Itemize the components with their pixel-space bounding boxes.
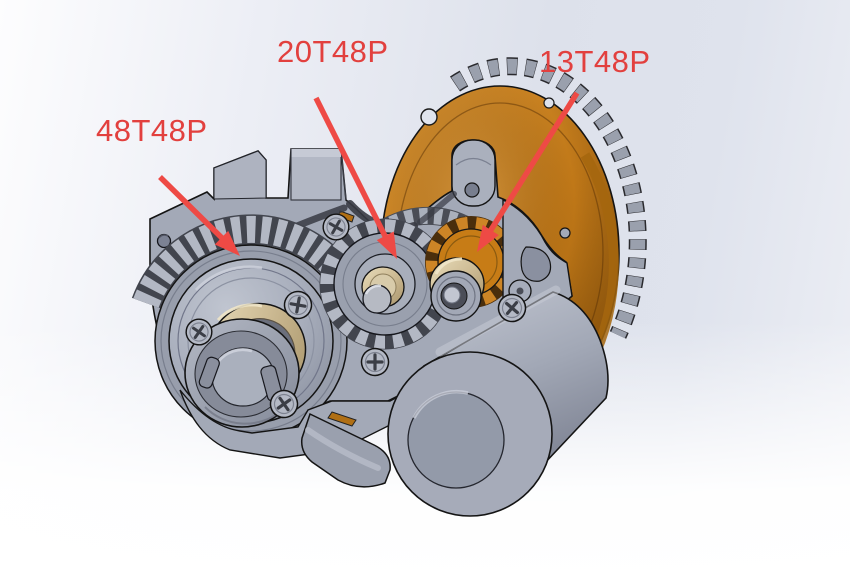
label-gear-48t: 48T48P	[96, 113, 208, 148]
arrowhead	[477, 224, 499, 252]
bearing-post	[451, 139, 496, 207]
annotation-arrow-48t	[158, 175, 240, 256]
arrowhead	[376, 231, 397, 259]
arrowhead	[214, 230, 240, 256]
arm-cutout	[520, 246, 552, 282]
annotation-arrow-13t	[477, 91, 580, 252]
main-gear-teeth	[450, 58, 646, 339]
annotations: 48T48P 20T48P 13T48P	[96, 34, 651, 259]
label-gear-13t: 13T48P	[539, 44, 651, 79]
coupler-slot	[198, 356, 220, 389]
output-coupler-cup	[184, 318, 300, 428]
annotation-arrow-20t	[313, 96, 397, 259]
motor	[387, 285, 609, 517]
mount-bracket	[300, 411, 391, 488]
bracket-orange-pad	[327, 411, 357, 427]
gear-notch	[543, 97, 555, 109]
gear-20t-shaft	[362, 284, 392, 314]
gear-48t-teeth	[133, 215, 360, 308]
label-gear-20t: 20T48P	[277, 34, 389, 69]
gear-notch	[420, 108, 438, 126]
